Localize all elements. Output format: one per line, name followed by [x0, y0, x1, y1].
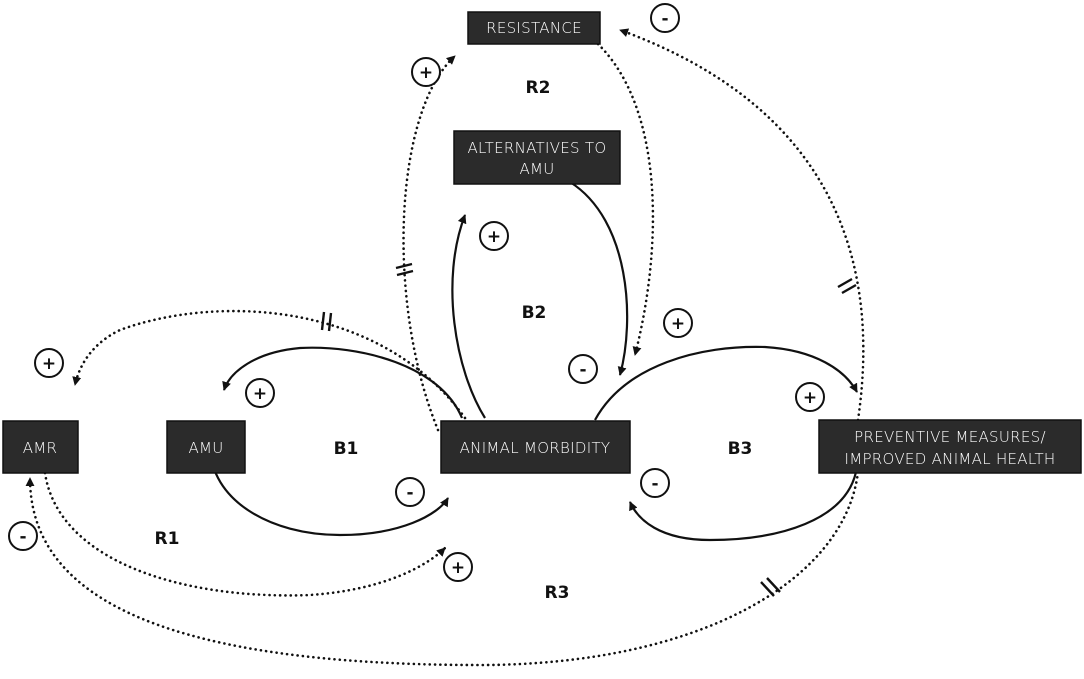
polarity-sign-morbidity-to-resistance: + [795, 382, 825, 412]
loop-label-b3: B3 [728, 439, 753, 459]
svg-text:+: + [253, 384, 267, 404]
loop-label-b1: B1 [334, 439, 359, 459]
polarity-sign-morbidity-from-alternatives: - [568, 354, 598, 384]
node-resistance-label: RESISTANCE [486, 19, 582, 37]
node-amu: AMU [166, 420, 246, 474]
link-amu-to-morbidity [208, 444, 449, 537]
svg-text:+: + [451, 558, 465, 578]
loop-label-r3: R3 [545, 583, 570, 603]
polarity-sign-resistance-out: + [411, 57, 441, 87]
svg-text:-: - [579, 360, 586, 380]
node-amu-label: AMU [188, 439, 223, 457]
svg-text:-: - [651, 474, 658, 494]
loop-label-r1: R1 [155, 529, 180, 549]
link-morbidity-to-alternatives [451, 214, 486, 419]
polarity-sign-alternatives-in: + [479, 221, 509, 251]
svg-text:-: - [406, 483, 413, 503]
delay-mark-morbidity-resistance [395, 262, 414, 277]
polarity-sign-amr-from-preventive: - [8, 521, 38, 551]
node-preventive-label-2: IMPROVED ANIMAL HEALTH [844, 450, 1055, 468]
svg-text:+: + [42, 354, 56, 374]
svg-text:-: - [19, 527, 26, 547]
delay-mark-morbidity-amr [320, 311, 333, 332]
node-animal-morbidity-label: ANIMAL MORBIDITY [460, 439, 611, 457]
node-resistance: RESISTANCE [467, 11, 601, 45]
link-morbidity-to-amr [72, 309, 467, 420]
node-amr: AMR [2, 420, 79, 474]
link-preventive-to-resistance [618, 28, 865, 422]
node-preventive-label-1: PREVENTIVE MEASURES/ [854, 428, 1046, 446]
svg-text:+: + [671, 314, 685, 334]
link-morbidity-to-resistance [402, 54, 457, 432]
link-morbidity-to-preventive [594, 345, 858, 421]
svg-text:+: + [419, 63, 433, 83]
delay-mark-preventive-amr [760, 577, 781, 597]
link-preventive-to-amr [25, 470, 860, 667]
svg-text:+: + [487, 227, 501, 247]
node-alternatives-to-amu: ALTERNATIVES TO AMU [453, 130, 621, 185]
polarity-sign-morbidity-from-amu: - [395, 477, 425, 507]
polarity-sign-amu-from-morbidity: + [245, 378, 275, 408]
node-alternatives-label-1: ALTERNATIVES TO [467, 139, 606, 157]
link-alternatives-to-morbidity [569, 181, 629, 376]
link-preventive-to-morbidity [628, 471, 858, 542]
polarity-sign-amr-from-morbidity: + [34, 348, 64, 378]
svg-text:-: - [661, 9, 668, 29]
delay-mark-preventive-resistance [837, 277, 857, 295]
polarity-sign-preventive-from-morbidity: + [663, 308, 693, 338]
loop-label-b2: B2 [522, 303, 547, 323]
loop-label-r2: R2 [526, 78, 551, 98]
link-resistance-to-morbidity [596, 42, 655, 357]
svg-text:+: + [803, 388, 817, 408]
node-preventive-measures: PREVENTIVE MEASURES/ IMPROVED ANIMAL HEA… [818, 419, 1082, 474]
node-amr-label: AMR [23, 439, 58, 457]
node-animal-morbidity: ANIMAL MORBIDITY [440, 420, 631, 474]
link-amr-to-morbidity [43, 471, 447, 597]
polarity-sign-morbidity-from-preventive: - [640, 468, 670, 498]
polarity-sign-resistance-in: - [650, 3, 680, 33]
link-morbidity-to-amu [222, 346, 464, 419]
polarity-sign-morbidity-from-amr: + [443, 552, 473, 582]
node-alternatives-label-2: AMU [519, 160, 554, 178]
